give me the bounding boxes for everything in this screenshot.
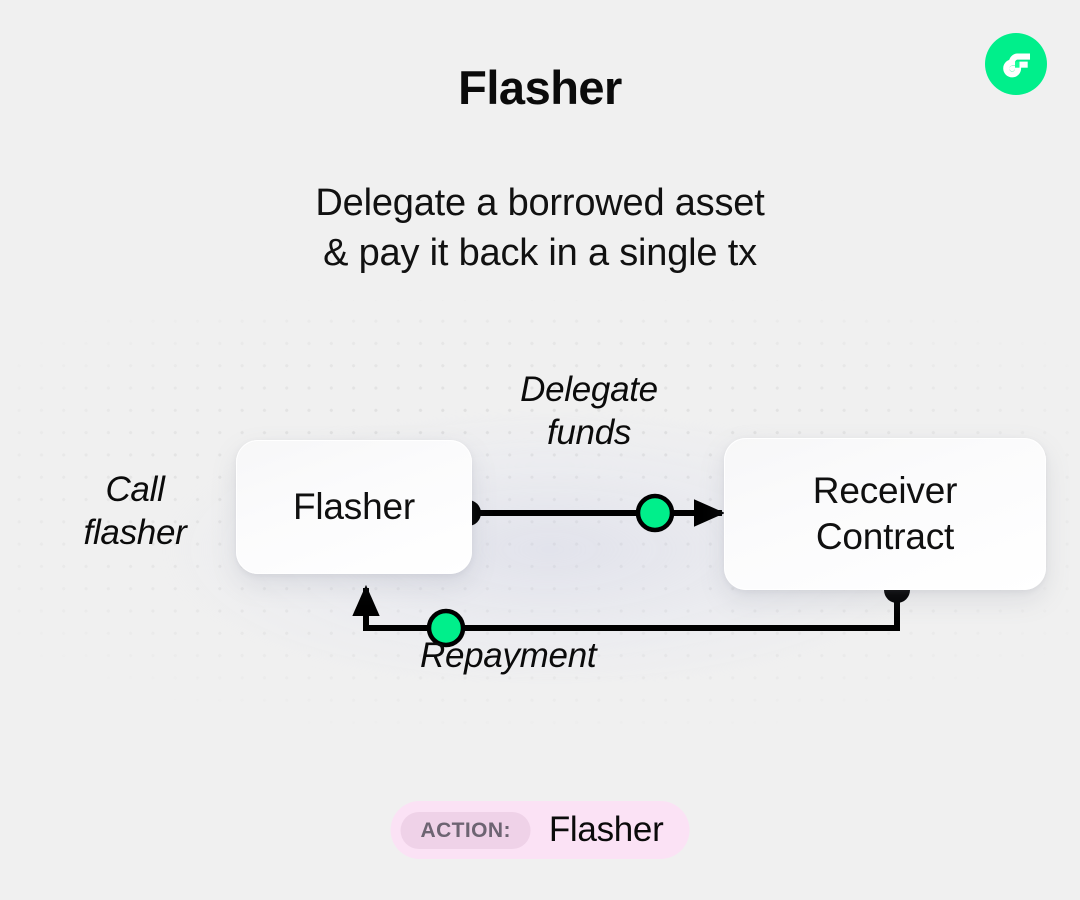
label-delegate-funds: Delegate funds [478, 368, 700, 454]
action-badge-prefix: ACTION: [400, 811, 531, 849]
flow-token-dot [426, 608, 466, 648]
node-receiver-label: Receiver Contract [812, 468, 958, 560]
action-badge: ACTION: Flasher [390, 801, 690, 859]
flow-logo-icon [985, 33, 1047, 95]
label-call-flasher: Call flasher [40, 468, 230, 554]
flow-token-dot [635, 493, 675, 533]
action-badge-value: Flasher [548, 810, 664, 849]
edge-delegate-funds [455, 493, 726, 533]
label-delegate-funds-line-2: funds [546, 413, 632, 452]
label-repayment: Repayment [420, 636, 597, 675]
diagram-canvas: Flasher Receiver Contract Call flasher D… [0, 300, 1080, 770]
label-delegate-funds-line-1: Delegate [520, 370, 658, 409]
page-subtitle: Delegate a borrowed asset & pay it back … [0, 178, 1080, 278]
label-call-flasher-line-2: flasher [83, 513, 187, 552]
subtitle-line-1: Delegate a borrowed asset [315, 182, 765, 224]
node-receiver-label-line-1: Receiver [812, 470, 958, 511]
subtitle-line-2: & pay it back in a single tx [323, 232, 757, 274]
node-receiver-contract[interactable]: Receiver Contract [724, 438, 1046, 590]
node-flasher[interactable]: Flasher [236, 440, 472, 574]
label-call-flasher-line-1: Call [105, 470, 165, 509]
node-flasher-label: Flasher [293, 486, 415, 527]
node-receiver-label-line-2: Contract [815, 516, 955, 557]
page-title: Flasher [458, 61, 622, 114]
